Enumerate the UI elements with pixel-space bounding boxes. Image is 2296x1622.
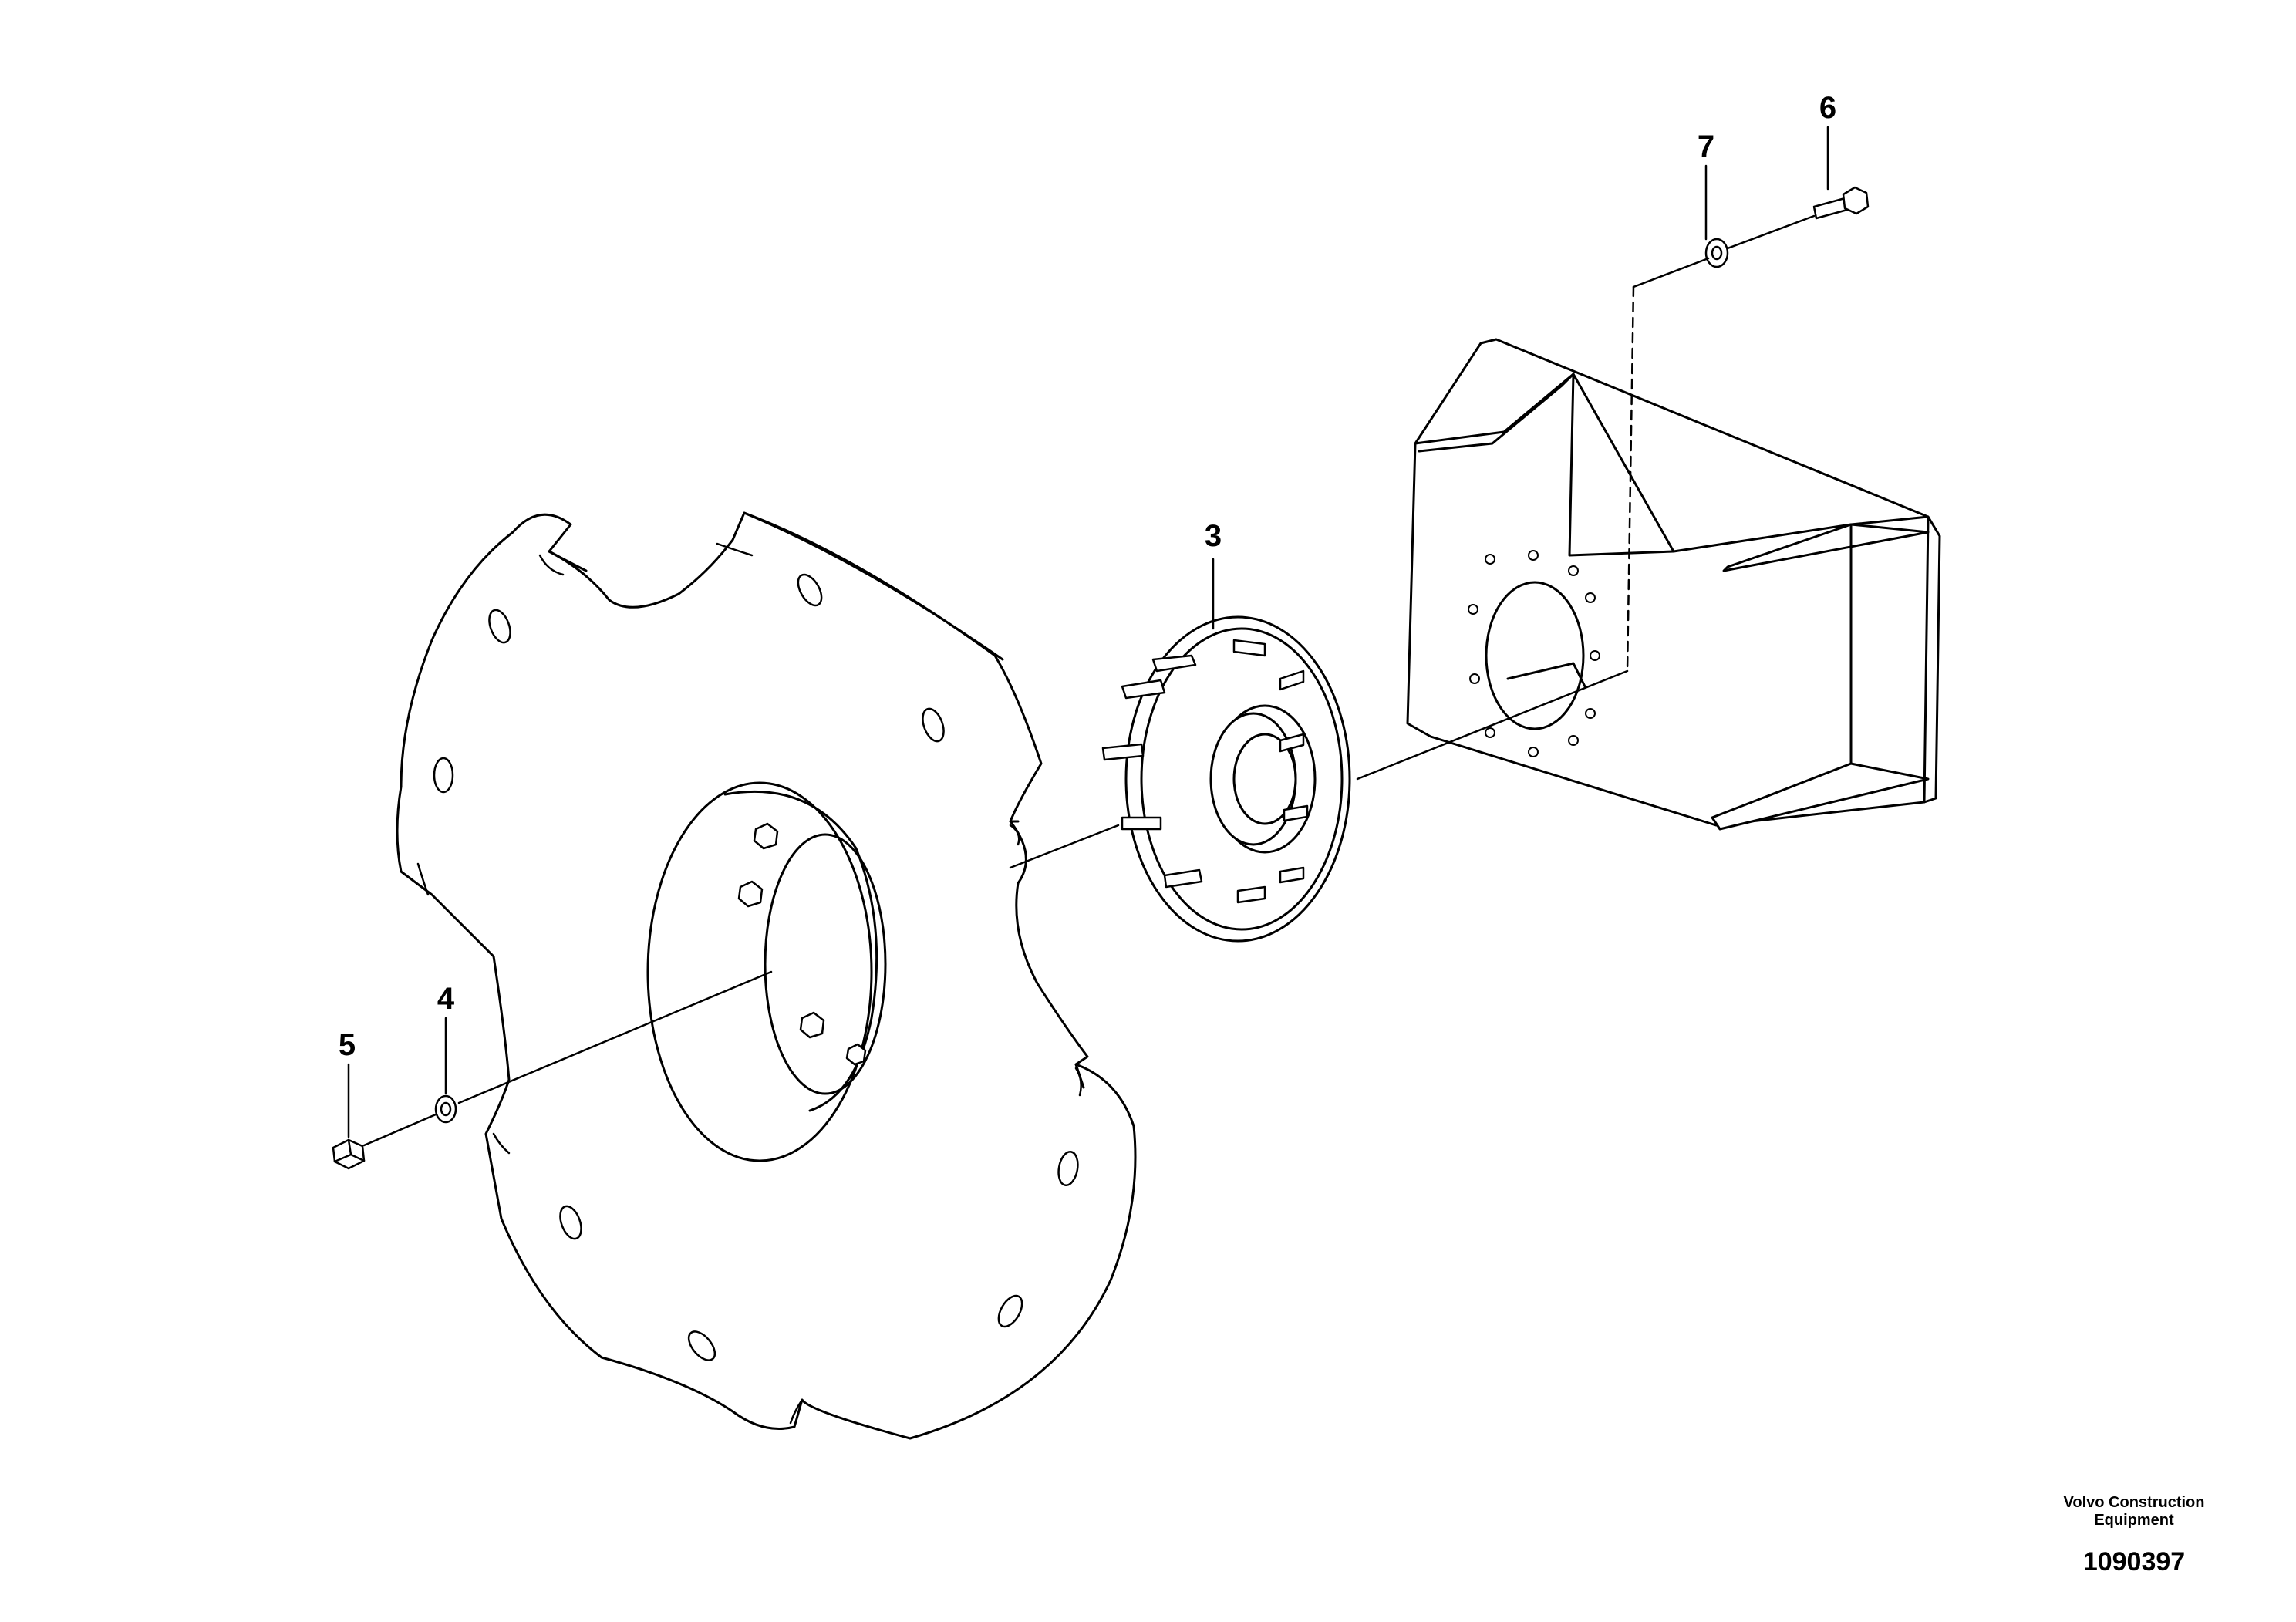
footer-brand-line-1: Volvo Construction [2063,1494,2205,1511]
callout-part-5: 5 [338,1028,356,1062]
bolt-part-6 [1812,186,1870,220]
washer-part-7 [1704,238,1729,268]
callout-part-3: 3 [1204,519,1222,553]
drawing-number: 1090397 [2082,1547,2186,1576]
callout-part-7: 7 [1697,130,1715,164]
callout-part-6: 6 [1819,91,1837,125]
assembly-lines [347,126,1829,1147]
footer-brand-line-2: Equipment [2094,1512,2174,1529]
wheel-hub [1101,615,1351,943]
callout-part-4: 4 [437,982,455,1016]
mounting-bracket [1406,338,1941,831]
footer-brand: Volvo Construction Equipment [2034,1494,2234,1529]
nut-part-5 [332,1138,366,1170]
washer-part-4 [434,1094,457,1124]
cutter-disc [396,511,1137,1440]
